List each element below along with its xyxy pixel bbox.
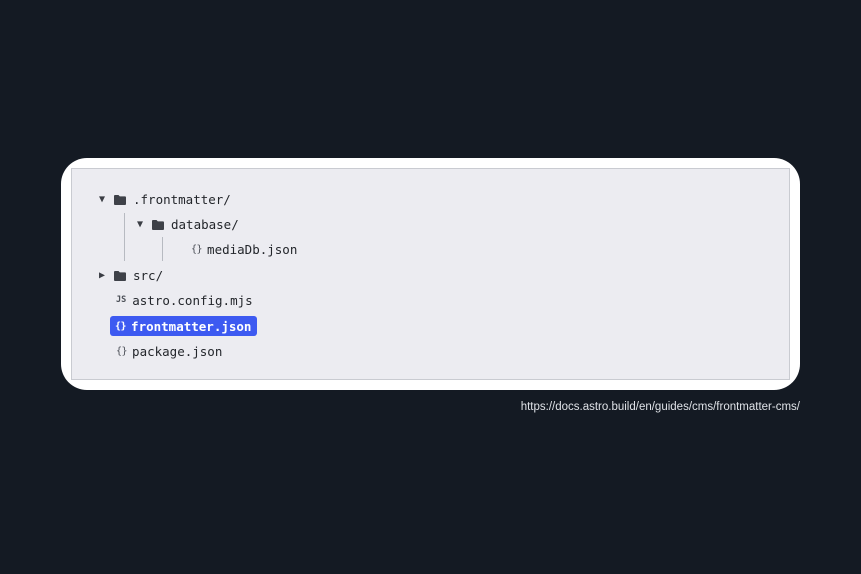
tree-item-frontmatter-folder[interactable]: ▼ .frontmatter/ xyxy=(96,189,231,209)
folder-icon xyxy=(114,194,126,205)
file-tree-card: ▼ .frontmatter/ ▼ database/ {} mediaDb.j… xyxy=(61,158,800,390)
tree-item-label: mediaDb.json xyxy=(207,241,298,257)
tree-item-package-json-file[interactable]: {} package.json xyxy=(116,341,222,361)
tree-item-label: package.json xyxy=(132,343,223,359)
tree-item-database-folder[interactable]: ▼ database/ xyxy=(134,214,239,234)
tree-item-astro-config-file[interactable]: JS astro.config.mjs xyxy=(116,290,253,310)
tree-item-label: astro.config.mjs xyxy=(132,292,253,308)
tree-item-label: .frontmatter/ xyxy=(133,191,231,207)
js-file-icon: JS xyxy=(116,295,127,305)
folder-icon xyxy=(114,270,126,281)
caret-down-icon[interactable]: ▼ xyxy=(136,218,144,230)
caret-right-icon[interactable]: ▶ xyxy=(98,269,106,281)
tree-item-src-folder[interactable]: ▶ src/ xyxy=(96,265,163,285)
tree-guide-database xyxy=(162,237,163,261)
tree-item-label: frontmatter.json xyxy=(131,318,252,334)
tree-guide-frontmatter xyxy=(124,213,125,261)
json-file-icon: {} xyxy=(191,243,203,255)
tree-item-label: src/ xyxy=(133,267,164,283)
file-tree: ▼ .frontmatter/ ▼ database/ {} mediaDb.j… xyxy=(71,168,790,380)
source-url: https://docs.astro.build/en/guides/cms/f… xyxy=(520,401,800,413)
tree-item-mediadb-file[interactable]: {} mediaDb.json xyxy=(191,239,297,259)
json-file-icon: {} xyxy=(116,345,128,357)
folder-icon xyxy=(152,219,164,230)
caret-down-icon[interactable]: ▼ xyxy=(98,193,106,205)
tree-item-label: database/ xyxy=(171,216,239,232)
json-file-icon: {} xyxy=(115,320,127,332)
tree-item-frontmatter-json-file[interactable]: {} frontmatter.json xyxy=(110,316,258,336)
